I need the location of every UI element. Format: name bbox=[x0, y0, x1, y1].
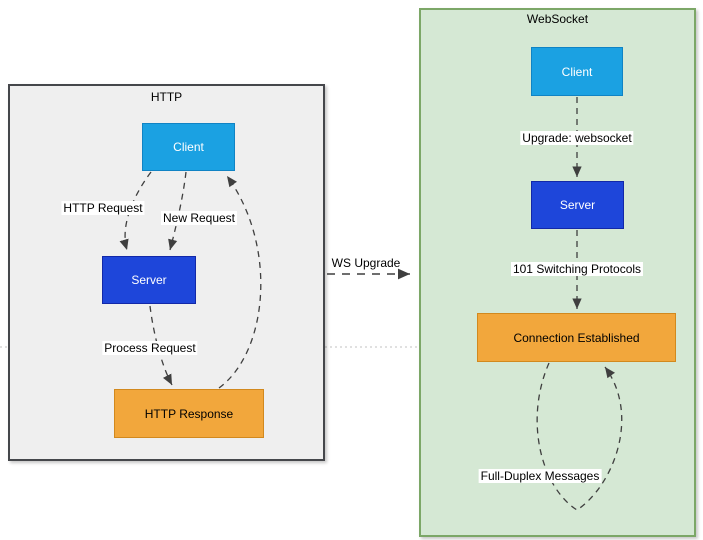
connection-established-node: Connection Established bbox=[477, 313, 676, 362]
websocket-panel-title: WebSocket bbox=[526, 12, 589, 26]
switching-protocols-label: 101 Switching Protocols bbox=[510, 262, 644, 276]
process-request-label: Process Request bbox=[102, 341, 198, 355]
http-panel-title: HTTP bbox=[150, 90, 183, 104]
websocket-client-node: Client bbox=[531, 47, 623, 96]
full-duplex-messages-label: Full-Duplex Messages bbox=[478, 469, 602, 483]
http-response-node: HTTP Response bbox=[114, 389, 264, 438]
ws-upgrade-label: WS Upgrade bbox=[331, 256, 401, 270]
upgrade-websocket-label: Upgrade: websocket bbox=[520, 131, 634, 145]
http-server-node: Server bbox=[102, 256, 196, 304]
new-request-label: New Request bbox=[160, 211, 238, 225]
http-request-label: HTTP Request bbox=[61, 201, 145, 215]
websocket-server-node: Server bbox=[531, 181, 624, 229]
http-client-node: Client bbox=[142, 123, 235, 171]
